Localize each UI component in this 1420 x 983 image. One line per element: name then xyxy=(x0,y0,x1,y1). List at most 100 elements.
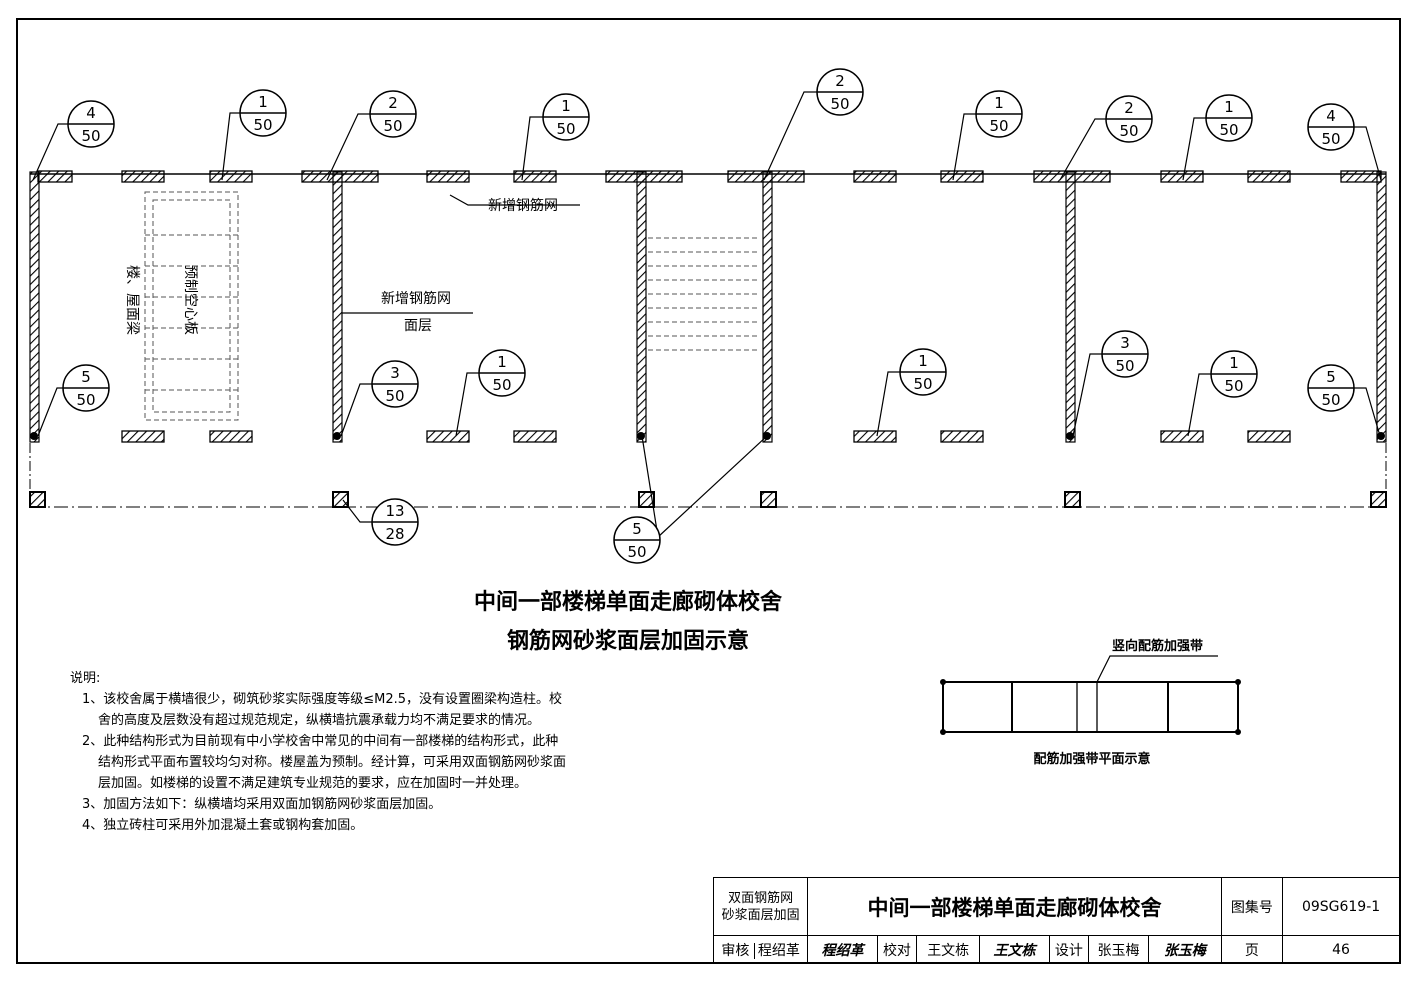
tb-drawing-title: 中间一部楼梯单面走廊砌体校舍 xyxy=(807,877,1222,936)
callout-num: 1 xyxy=(1224,98,1234,116)
callout-num: 50 xyxy=(253,116,272,134)
callout-circles xyxy=(62,68,1355,564)
label-new-mesh-layer-1: 新增钢筋网 xyxy=(381,290,451,307)
callout-num: 5 xyxy=(1326,368,1336,386)
figure-title-line2: 钢筋网砂浆面层加固示意 xyxy=(507,628,749,654)
callout-num: 13 xyxy=(385,502,404,520)
callout-num: 1 xyxy=(1229,354,1239,372)
callout-num: 1 xyxy=(561,97,571,115)
callout-1-50-f xyxy=(899,348,947,396)
callout-1-50-g xyxy=(1210,350,1258,398)
leader-lines xyxy=(32,91,1382,538)
callout-num: 2 xyxy=(835,72,845,90)
callout-2-50-a xyxy=(369,90,417,138)
callout-1-50-c xyxy=(975,90,1023,138)
callout-numbers: 4 50 1 50 2 50 1 50 2 50 1 50 2 50 1 50 … xyxy=(76,72,1340,561)
tb-review: 审核 程绍革 xyxy=(712,935,809,964)
tb-design-label: 设计 xyxy=(1048,935,1090,964)
label-new-mesh-layer-2: 面层 xyxy=(404,318,432,334)
callout-2-50-c xyxy=(1105,95,1153,143)
callout-num: 28 xyxy=(385,525,404,543)
notes-section: 说明: 1、该校舍属于横墙很少，砌筑砂浆实际强度等级≤M2.5，没有设置圈梁构造… xyxy=(70,668,570,836)
callout-3-50-a xyxy=(371,360,419,408)
callout-num: 50 xyxy=(627,543,646,561)
cross-walls xyxy=(29,171,1387,443)
tb-reviewer: 程绍革 xyxy=(753,942,800,959)
tb-review-label: 审核 xyxy=(721,942,750,959)
callout-1-50-d xyxy=(1205,94,1253,142)
callout-num: 50 xyxy=(1321,391,1340,409)
callout-5-50-stair xyxy=(613,516,661,564)
callout-num: 50 xyxy=(1115,357,1134,375)
tb-reviewer-signature: 程绍革 xyxy=(807,935,878,964)
tb-page-no: 46 xyxy=(1282,935,1400,964)
tb-checker-signature: 王文栋 xyxy=(979,935,1050,964)
tb-designer: 张玉梅 xyxy=(1088,935,1149,964)
wall-piers xyxy=(37,170,1382,443)
callout-num: 3 xyxy=(390,364,400,382)
callout-num: 50 xyxy=(1219,121,1238,139)
title-block: 双面钢筋网 砂浆面层加固 中间一部楼梯单面走廊砌体校舍 图集号 09SG619-… xyxy=(712,877,1400,964)
callout-num: 1 xyxy=(497,353,507,371)
callout-num: 50 xyxy=(913,375,932,393)
label-slab: 预制空心板 xyxy=(182,265,198,335)
note-item-2: 2、此种结构形式为目前现有中小学校舍中常见的中间有一部楼梯的结构形式，此种结构形… xyxy=(82,734,567,791)
precast-slab-outline xyxy=(144,191,239,421)
callout-num: 50 xyxy=(81,127,100,145)
reinforcement-band-detail: 竖向配筋加强带 配筋加强带平面示意 xyxy=(942,638,1239,767)
callout-num: 5 xyxy=(81,368,91,386)
tb-atlas-no: 09SG619-1 xyxy=(1282,877,1400,936)
callout-5-50-left xyxy=(62,364,110,412)
tb-checker: 王文栋 xyxy=(916,935,981,964)
floor-plan xyxy=(29,173,1387,508)
callout-2-50-b xyxy=(816,68,864,116)
callout-num: 50 xyxy=(1321,130,1340,148)
figure-title-line1: 中间一部楼梯单面走廊砌体校舍 xyxy=(474,589,783,615)
tb-category-line2: 砂浆面层加固 xyxy=(721,907,800,923)
note-item-3: 3、加固方法如下：纵横墙均采用双面加钢筋网砂浆面层加固。 xyxy=(82,797,442,812)
tb-category-line1: 双面钢筋网 xyxy=(728,890,794,906)
callout-num: 50 xyxy=(385,387,404,405)
tb-check-label: 校对 xyxy=(876,935,918,964)
notes-heading: 说明: xyxy=(70,671,101,686)
callout-num: 50 xyxy=(1224,377,1243,395)
note-item-1: 1、该校舍属于横墙很少，砌筑砂浆实际强度等级≤M2.5，没有设置圈梁构造柱。校舍… xyxy=(82,692,563,728)
drawing-frame xyxy=(16,18,1401,964)
callout-1-50-b xyxy=(542,93,590,141)
callout-1-50-e xyxy=(478,349,526,397)
label-beam: 楼、屋面梁 xyxy=(124,265,140,335)
callout-num: 50 xyxy=(830,95,849,113)
callout-num: 3 xyxy=(1120,334,1130,352)
detail-label: 竖向配筋加强带 xyxy=(1112,638,1203,654)
callout-num: 50 xyxy=(492,376,511,394)
brick-columns xyxy=(29,491,1387,508)
callout-num: 50 xyxy=(76,391,95,409)
tb-designer-signature: 张玉梅 xyxy=(1147,935,1222,964)
callout-num: 2 xyxy=(388,94,398,112)
tb-page-label: 页 xyxy=(1220,935,1284,964)
callout-num: 4 xyxy=(1326,107,1336,125)
callout-num: 5 xyxy=(632,520,642,538)
tb-atlas-label: 图集号 xyxy=(1220,877,1284,936)
stair-treads xyxy=(648,237,760,351)
callout-1-50-a xyxy=(239,89,287,137)
note-item-4: 4、独立砖柱可采用外加混凝土套或钢构套加固。 xyxy=(82,818,364,833)
callout-13-28 xyxy=(371,498,419,546)
callout-num: 1 xyxy=(258,93,268,111)
plan-labels: 新增钢筋网 新增钢筋网 面层 楼、屋面梁 预制空心板 xyxy=(124,197,558,335)
callout-5-50-right xyxy=(1307,364,1355,412)
callout-3-50-b xyxy=(1101,330,1149,378)
callout-num: 50 xyxy=(989,117,1008,135)
callout-num: 50 xyxy=(556,120,575,138)
callout-4-50-right xyxy=(1307,103,1355,151)
callout-num: 4 xyxy=(86,104,96,122)
callout-4-50-left xyxy=(67,100,115,148)
detail-caption: 配筋加强带平面示意 xyxy=(1033,751,1150,767)
callout-num: 2 xyxy=(1124,99,1134,117)
callout-num: 1 xyxy=(918,352,928,370)
detail-corner-dots xyxy=(940,679,1241,735)
callout-num: 1 xyxy=(994,94,1004,112)
callout-num: 50 xyxy=(1119,122,1138,140)
tb-category: 双面钢筋网 砂浆面层加固 xyxy=(712,877,809,936)
